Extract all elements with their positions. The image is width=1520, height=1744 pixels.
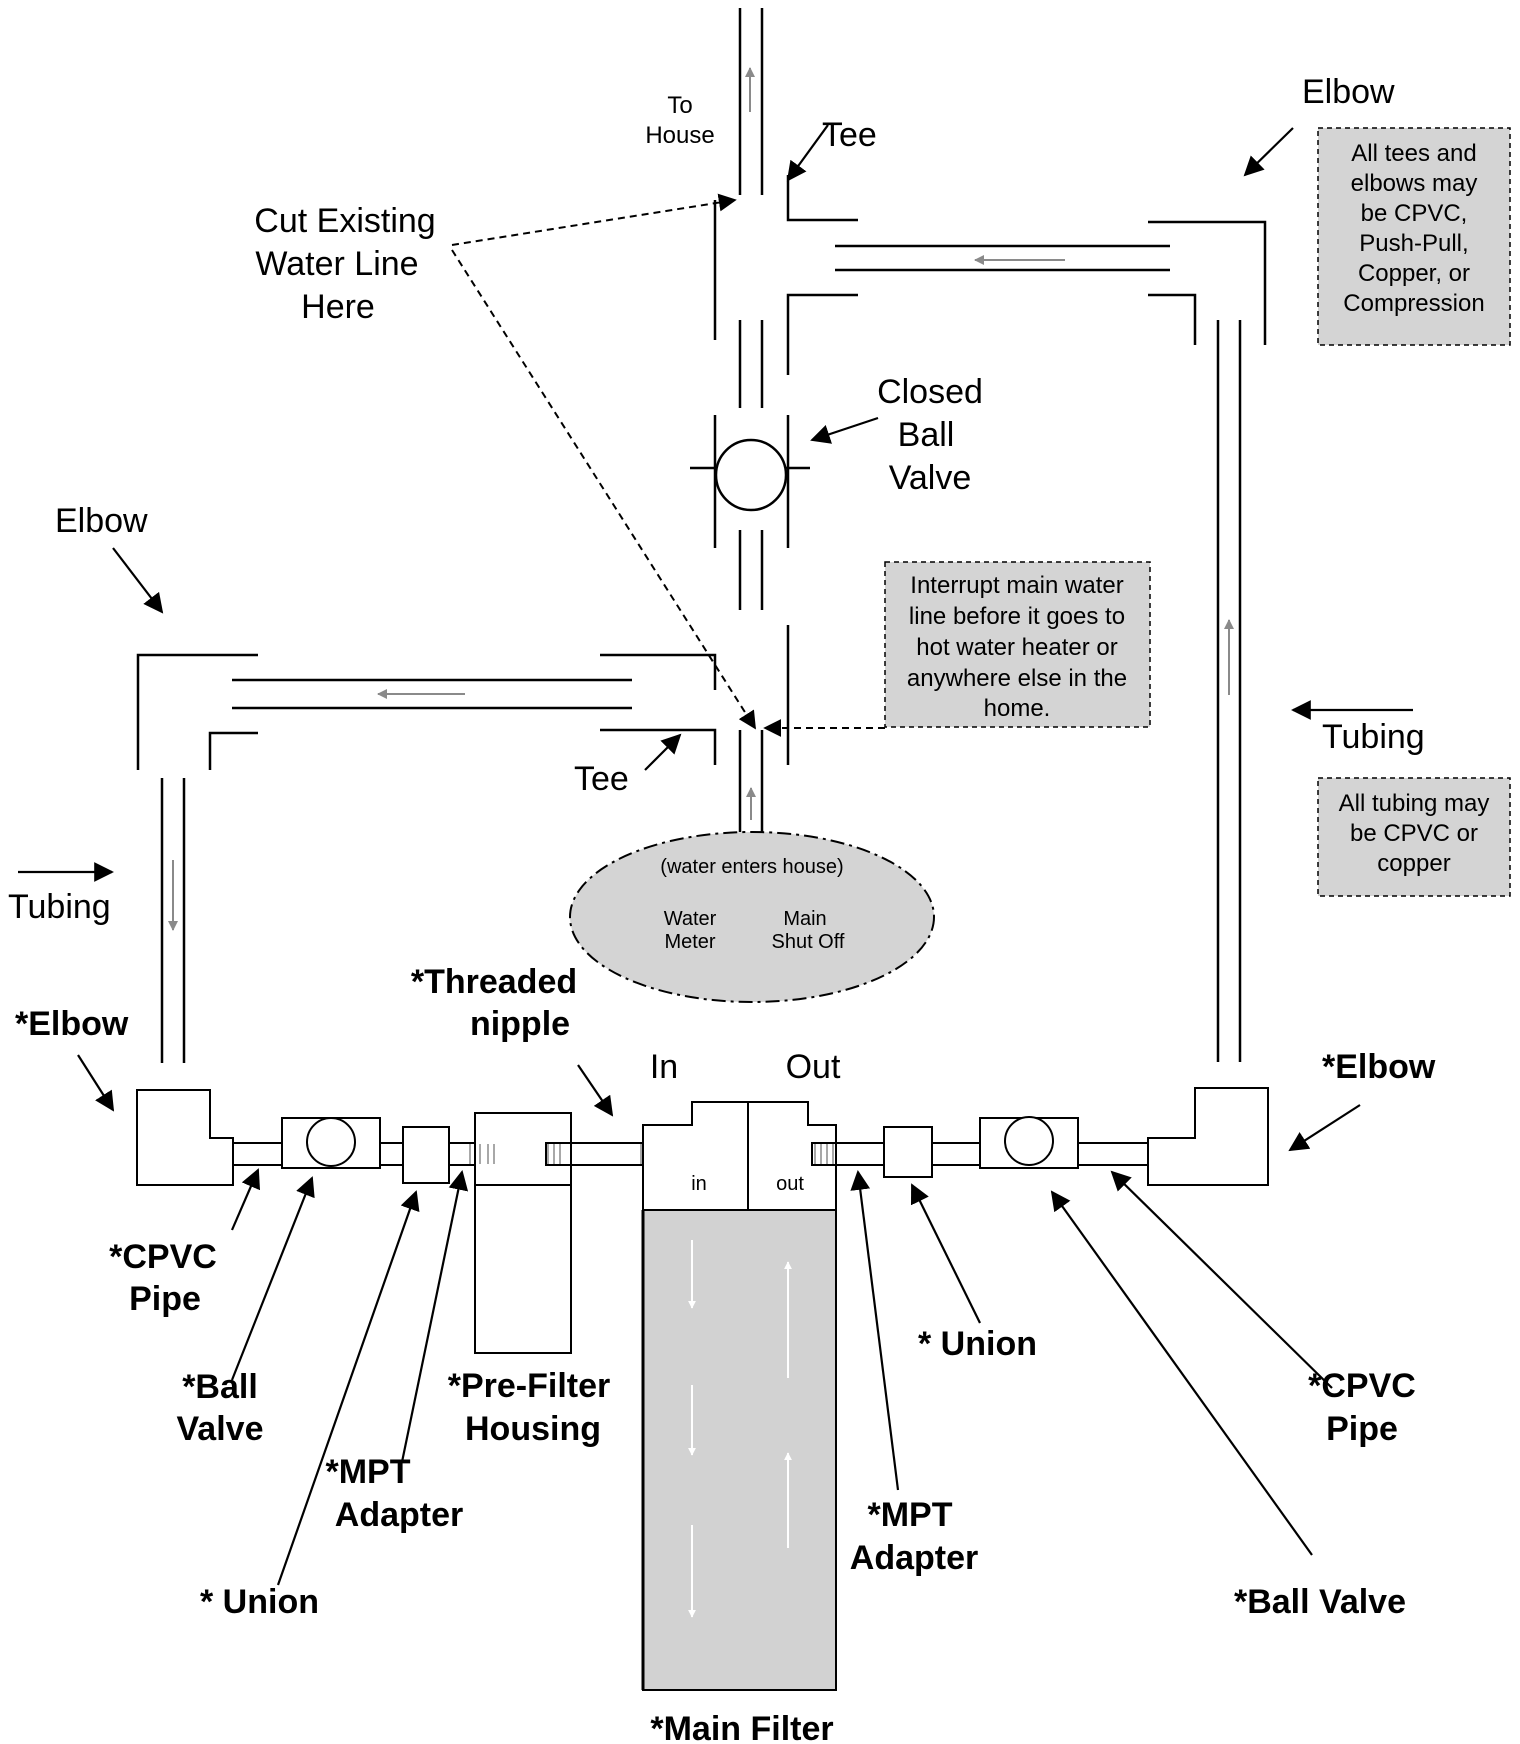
in-label: In bbox=[650, 1048, 678, 1086]
fittings-note-line: Compression bbox=[1343, 290, 1484, 317]
mpt-left-label: *MPT bbox=[326, 1453, 411, 1491]
meter-line1: Water bbox=[664, 908, 717, 930]
threaded-nipple-label: nipple bbox=[470, 1005, 570, 1043]
tubing-right-label: Tubing bbox=[1322, 718, 1425, 756]
right-vertical-tubing bbox=[1216, 320, 1242, 1062]
closed-valve-label: Valve bbox=[889, 459, 972, 497]
filter-out-small: out bbox=[776, 1173, 804, 1195]
meter-enters-text: (water enters house) bbox=[660, 856, 843, 878]
tubing-note-line: copper bbox=[1377, 850, 1450, 877]
left-cpvc-pipe bbox=[233, 1142, 282, 1166]
meter-line2: Meter bbox=[664, 931, 715, 953]
tee-bottom-label: Tee bbox=[574, 760, 629, 798]
cpvc-right-label: *CPVC bbox=[1308, 1367, 1416, 1405]
left-short-pipe bbox=[380, 1142, 403, 1166]
fittings-note-line: All tees and bbox=[1351, 140, 1476, 167]
interrupt-note: Interrupt main water line before it goes… bbox=[884, 561, 1151, 728]
to-house-pipe bbox=[738, 8, 764, 195]
threaded-nipple-label: *Threaded bbox=[411, 963, 577, 1001]
right-ball-valve bbox=[979, 1116, 1079, 1169]
fittings-note-line: be CPVC, bbox=[1361, 200, 1468, 227]
mpt-left-label: Adapter bbox=[335, 1496, 463, 1534]
interrupt-note-line: anywhere else in the bbox=[907, 665, 1127, 692]
left-mpt-adapter bbox=[448, 1142, 476, 1166]
prefilter-label: *Pre-Filter bbox=[448, 1367, 611, 1405]
ball-valve-left-label: *Ball bbox=[182, 1368, 258, 1406]
top-tee bbox=[713, 175, 858, 375]
interrupt-note-line: hot water heater or bbox=[916, 634, 1117, 661]
supply-inlet-pipe bbox=[738, 730, 764, 832]
shutoff-line1: Main bbox=[783, 908, 826, 930]
tubing-note: All tubing may be CPVC or copper bbox=[1317, 777, 1511, 897]
filter-in-small: in bbox=[691, 1173, 707, 1195]
cpvc-left-label: *CPVC bbox=[109, 1238, 217, 1276]
left-bottom-elbow bbox=[136, 1089, 234, 1186]
water-meter-shutoff: (water enters house) Water Meter Main Sh… bbox=[569, 831, 935, 1003]
mpt-right-label: Adapter bbox=[850, 1539, 978, 1577]
lower-riser bbox=[738, 530, 764, 610]
top-horizontal-tubing bbox=[835, 244, 1170, 272]
main-filter-label: *Main Filter bbox=[650, 1710, 833, 1744]
tubing-left-label: Tubing bbox=[8, 888, 111, 926]
tubing-note-line: All tubing may bbox=[1339, 790, 1490, 817]
closed-ball-valve bbox=[690, 415, 810, 548]
cut-line-label: Cut Existing bbox=[254, 202, 435, 240]
tee-top-label: Tee bbox=[822, 116, 877, 154]
fittings-note-line: elbows may bbox=[1351, 170, 1478, 197]
fittings-note-line: Copper, or bbox=[1358, 260, 1470, 287]
labels: To House Tee Elbow Cut Existing Water Li… bbox=[8, 73, 1436, 1744]
union-right-label: * Union bbox=[918, 1325, 1037, 1363]
cut-line-label: Here bbox=[301, 288, 375, 326]
ball-valve-left-label: Valve bbox=[177, 1410, 264, 1448]
fittings-note: All tees and elbows may be CPVC, Push-Pu… bbox=[1317, 127, 1511, 346]
fittings-note-line: Push-Pull, bbox=[1359, 230, 1468, 257]
closed-valve-label: Ball bbox=[898, 416, 955, 454]
left-vertical-tubing bbox=[160, 778, 186, 1063]
left-horizontal-tubing bbox=[232, 678, 632, 710]
right-union bbox=[883, 1126, 933, 1178]
main-filter: in out bbox=[641, 1101, 837, 1691]
to-house-label: To bbox=[667, 92, 692, 119]
elbow-left-label: Elbow bbox=[55, 502, 148, 540]
out-label: Out bbox=[786, 1048, 841, 1086]
cut-line-label: Water Line bbox=[255, 245, 418, 283]
shutoff-line2: Shut Off bbox=[771, 931, 844, 953]
elbow-bold-right-label: *Elbow bbox=[1322, 1048, 1436, 1086]
right-cpvc-pipe bbox=[1078, 1142, 1148, 1166]
cpvc-right-label: Pipe bbox=[1326, 1410, 1398, 1448]
interrupt-note-line: line before it goes to bbox=[909, 603, 1125, 630]
cut-here-pointers bbox=[451, 193, 885, 737]
left-ball-valve bbox=[281, 1117, 381, 1169]
closed-valve-label: Closed bbox=[877, 373, 983, 411]
elbow-top-right-label: Elbow bbox=[1302, 73, 1395, 111]
bottom-tee bbox=[600, 625, 790, 765]
prefilter-housing bbox=[469, 1112, 572, 1354]
interrupt-note-line: home. bbox=[984, 695, 1051, 722]
union-left-label: * Union bbox=[200, 1583, 319, 1621]
left-union bbox=[402, 1126, 450, 1184]
cpvc-left-label: Pipe bbox=[129, 1280, 201, 1318]
interrupt-note-line: Interrupt main water bbox=[910, 572, 1123, 599]
top-left-elbow bbox=[136, 653, 258, 770]
upper-riser bbox=[738, 320, 764, 408]
to-house-label: House bbox=[645, 122, 714, 149]
right-bottom-elbow bbox=[1147, 1087, 1269, 1186]
right-short-pipe bbox=[932, 1142, 980, 1166]
top-right-elbow bbox=[1148, 220, 1267, 345]
mpt-right-label: *MPT bbox=[868, 1496, 953, 1534]
tubing-note-line: be CPVC or bbox=[1350, 820, 1478, 847]
ball-valve-right-label: *Ball Valve bbox=[1234, 1583, 1406, 1621]
label-arrows bbox=[18, 124, 1413, 1586]
prefilter-label: Housing bbox=[465, 1410, 601, 1448]
elbow-bold-left-label: *Elbow bbox=[15, 1005, 129, 1043]
